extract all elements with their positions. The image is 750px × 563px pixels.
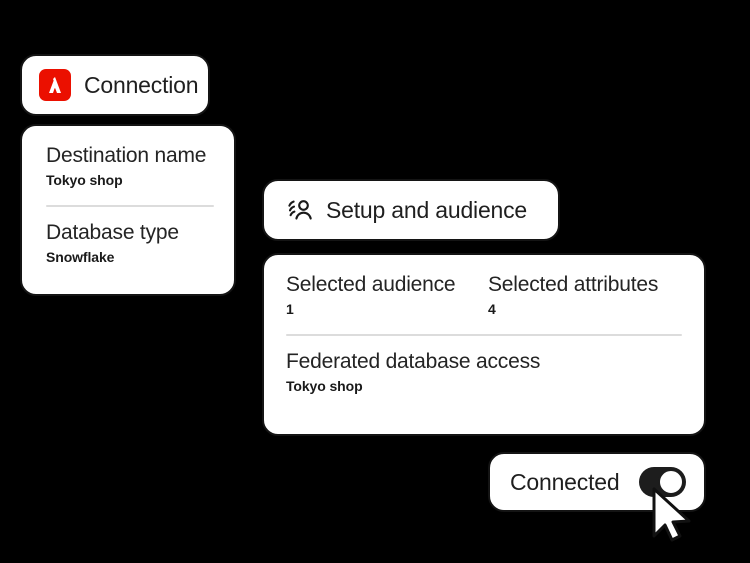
destination-card: Destination name Tokyo shop Database typ… — [20, 124, 236, 296]
audience-segment-icon — [284, 195, 314, 225]
selected-attributes-title: Selected attributes — [488, 273, 659, 296]
federated-database-access-value: Tokyo shop — [286, 378, 363, 395]
database-type-title: Database type — [46, 220, 179, 244]
connected-card[interactable]: Connected — [488, 452, 706, 512]
selected-audience-field: Selected audience 1 — [286, 273, 488, 318]
connected-label: Connected — [510, 468, 620, 495]
attributes-columns: Selected audience 1 Selected attributes … — [286, 273, 682, 318]
connection-card[interactable]: Connection — [20, 54, 210, 116]
connection-toggle[interactable] — [639, 467, 686, 497]
setup-and-audience-label: Setup and audience — [326, 196, 528, 223]
selected-audience-title: Selected audience — [286, 273, 456, 296]
destination-card-divider — [46, 204, 214, 207]
database-type-field: Database type Snowflake — [46, 221, 214, 266]
selected-attributes-value: 4 — [488, 301, 496, 318]
connection-label: Connection — [84, 71, 199, 98]
toggle-knob — [658, 469, 684, 495]
destination-name-title: Destination name — [46, 144, 207, 167]
attributes-card-divider — [286, 333, 682, 336]
destination-name-value: Tokyo shop — [46, 172, 123, 189]
selected-audience-value: 1 — [286, 301, 294, 318]
attributes-card: Selected audience 1 Selected attributes … — [262, 253, 706, 436]
federated-database-access-title: Federated database access — [286, 349, 541, 373]
selected-attributes-field: Selected attributes 4 — [488, 273, 682, 318]
database-type-value: Snowflake — [46, 249, 115, 266]
adobe-logo-icon — [39, 69, 71, 101]
federated-database-access-field: Federated database access Tokyo shop — [286, 350, 682, 395]
destination-name-field: Destination name Tokyo shop — [46, 144, 214, 189]
setup-and-audience-card[interactable]: Setup and audience — [262, 179, 560, 241]
